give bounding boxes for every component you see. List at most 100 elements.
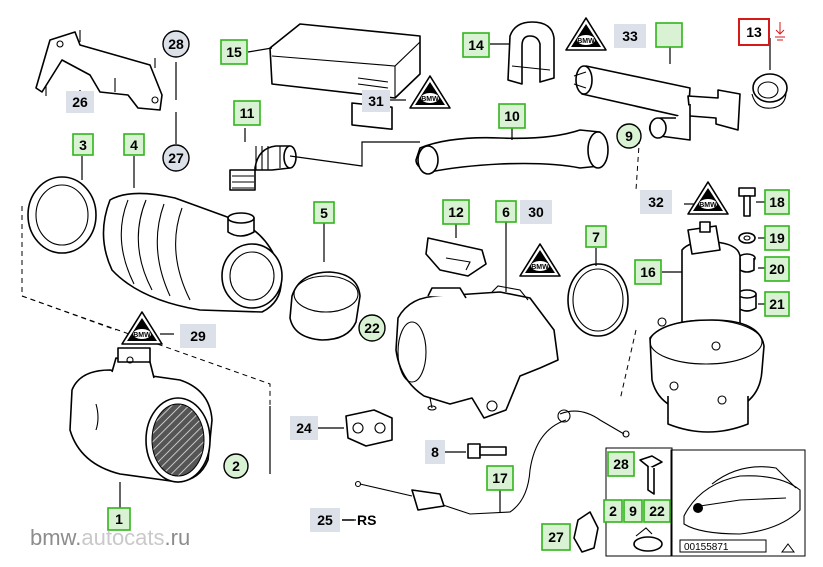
label-16: 16 <box>634 259 662 285</box>
label-11: 11 <box>233 100 261 126</box>
svg-text:33: 33 <box>622 28 638 44</box>
elbow-part-11 <box>229 145 297 191</box>
label-20: 20 <box>764 256 790 282</box>
svg-text:17: 17 <box>492 470 508 486</box>
svg-text:3: 3 <box>79 137 87 153</box>
ring-part-5 <box>289 271 361 341</box>
label-15: 15 <box>220 39 248 65</box>
label-13: 13 <box>738 18 785 46</box>
label-4: 4 <box>123 133 145 156</box>
svg-text:13: 13 <box>746 24 762 40</box>
label-23 <box>655 22 683 48</box>
svg-text:26: 26 <box>72 94 88 110</box>
svg-text:27: 27 <box>168 150 184 166</box>
svg-text:12: 12 <box>448 204 464 220</box>
svg-text:6: 6 <box>502 204 510 220</box>
actuator-part-16 <box>649 221 765 433</box>
svg-text:9: 9 <box>629 503 637 519</box>
label-33: 33 <box>614 24 646 48</box>
warning-triangle-33 <box>565 17 607 51</box>
air-mass-meter-part-1 <box>69 347 213 483</box>
label-30: 30 <box>520 200 552 224</box>
label-21: 21 <box>764 291 790 317</box>
svg-text:14: 14 <box>468 37 484 53</box>
label-2-box: 2 <box>603 499 623 523</box>
bolt-part-8 <box>467 443 507 459</box>
oring-part-7 <box>567 263 629 337</box>
leader-lines <box>79 38 771 521</box>
svg-text:7: 7 <box>592 229 600 245</box>
label-31: 31 <box>362 90 390 112</box>
label-22-circle: 22 <box>358 314 386 342</box>
svg-text:21: 21 <box>769 296 785 312</box>
bolt-part-18 <box>738 187 756 217</box>
label-6: 6 <box>495 200 517 223</box>
label-18: 18 <box>764 189 790 215</box>
label-25: 25 RS <box>310 508 376 532</box>
grommet-part-13 <box>751 73 788 109</box>
svg-text:29: 29 <box>190 328 206 344</box>
label-27-box: 27 <box>541 523 571 551</box>
label-19: 19 <box>764 225 790 251</box>
label-24: 24 <box>290 416 318 440</box>
warning-triangle-31 <box>409 75 451 109</box>
svg-text:10: 10 <box>504 108 520 124</box>
svg-text:22: 22 <box>364 320 380 336</box>
label-17: 17 <box>486 465 514 491</box>
warning-triangle-29 <box>121 311 163 345</box>
svg-text:32: 32 <box>648 194 664 210</box>
svg-text:24: 24 <box>296 420 312 436</box>
label-8: 8 <box>425 440 445 464</box>
label-9-circle: 9 <box>616 123 642 149</box>
clamp-part-9 <box>633 527 663 552</box>
svg-text:4: 4 <box>130 137 138 153</box>
car-thumbnail: 00155871 <box>670 449 806 557</box>
housing-part-6 <box>395 285 559 419</box>
label-28-circle: 28 <box>162 30 190 58</box>
svg-text:31: 31 <box>368 93 384 109</box>
svg-text:2: 2 <box>232 458 240 474</box>
ring-part-3 <box>27 176 97 254</box>
pump-part-23 <box>573 65 741 141</box>
svg-text:2: 2 <box>609 503 617 519</box>
label-3: 3 <box>72 133 94 156</box>
svg-text:15: 15 <box>226 44 242 60</box>
svg-text:22: 22 <box>649 503 665 519</box>
cap-part-12 <box>425 237 487 277</box>
label-9-box: 9 <box>623 499 643 523</box>
reference-code: 00155871 <box>684 542 729 553</box>
svg-text:1: 1 <box>115 511 123 527</box>
svg-text:30: 30 <box>528 204 544 220</box>
svg-text:11: 11 <box>240 105 255 121</box>
label-32: 32 <box>640 190 672 214</box>
label-1: 1 <box>107 507 131 531</box>
label-10: 10 <box>498 103 526 129</box>
svg-text:9: 9 <box>625 128 633 144</box>
warning-triangle-32 <box>687 181 729 215</box>
label-29: 29 <box>180 324 216 348</box>
control-unit-part-15 <box>269 23 421 131</box>
label-28-box: 28 <box>607 451 635 477</box>
label-14: 14 <box>462 32 490 58</box>
bellows-part-4 <box>102 192 283 313</box>
rubber-mount-part-14 <box>507 21 555 85</box>
label-5: 5 <box>313 201 335 224</box>
watermark: bmw.autocats.ru <box>30 525 191 550</box>
svg-text:28: 28 <box>168 36 184 52</box>
svg-text:20: 20 <box>769 261 785 277</box>
cap-nut-part-20 <box>738 253 756 273</box>
cable-part-17 <box>354 409 630 515</box>
svg-text:28: 28 <box>613 456 629 472</box>
svg-text:27: 27 <box>548 529 564 545</box>
svg-text:5: 5 <box>320 205 328 221</box>
rs-suffix: RS <box>357 512 376 528</box>
svg-text:16: 16 <box>640 264 656 280</box>
label-7: 7 <box>585 225 607 248</box>
label-12: 12 <box>442 199 470 225</box>
clip-part-24 <box>345 409 393 447</box>
warning-triangle-30 <box>519 243 561 277</box>
label-22-box: 22 <box>643 499 671 523</box>
svg-text:25: 25 <box>317 512 333 528</box>
label-26: 26 <box>66 91 94 113</box>
